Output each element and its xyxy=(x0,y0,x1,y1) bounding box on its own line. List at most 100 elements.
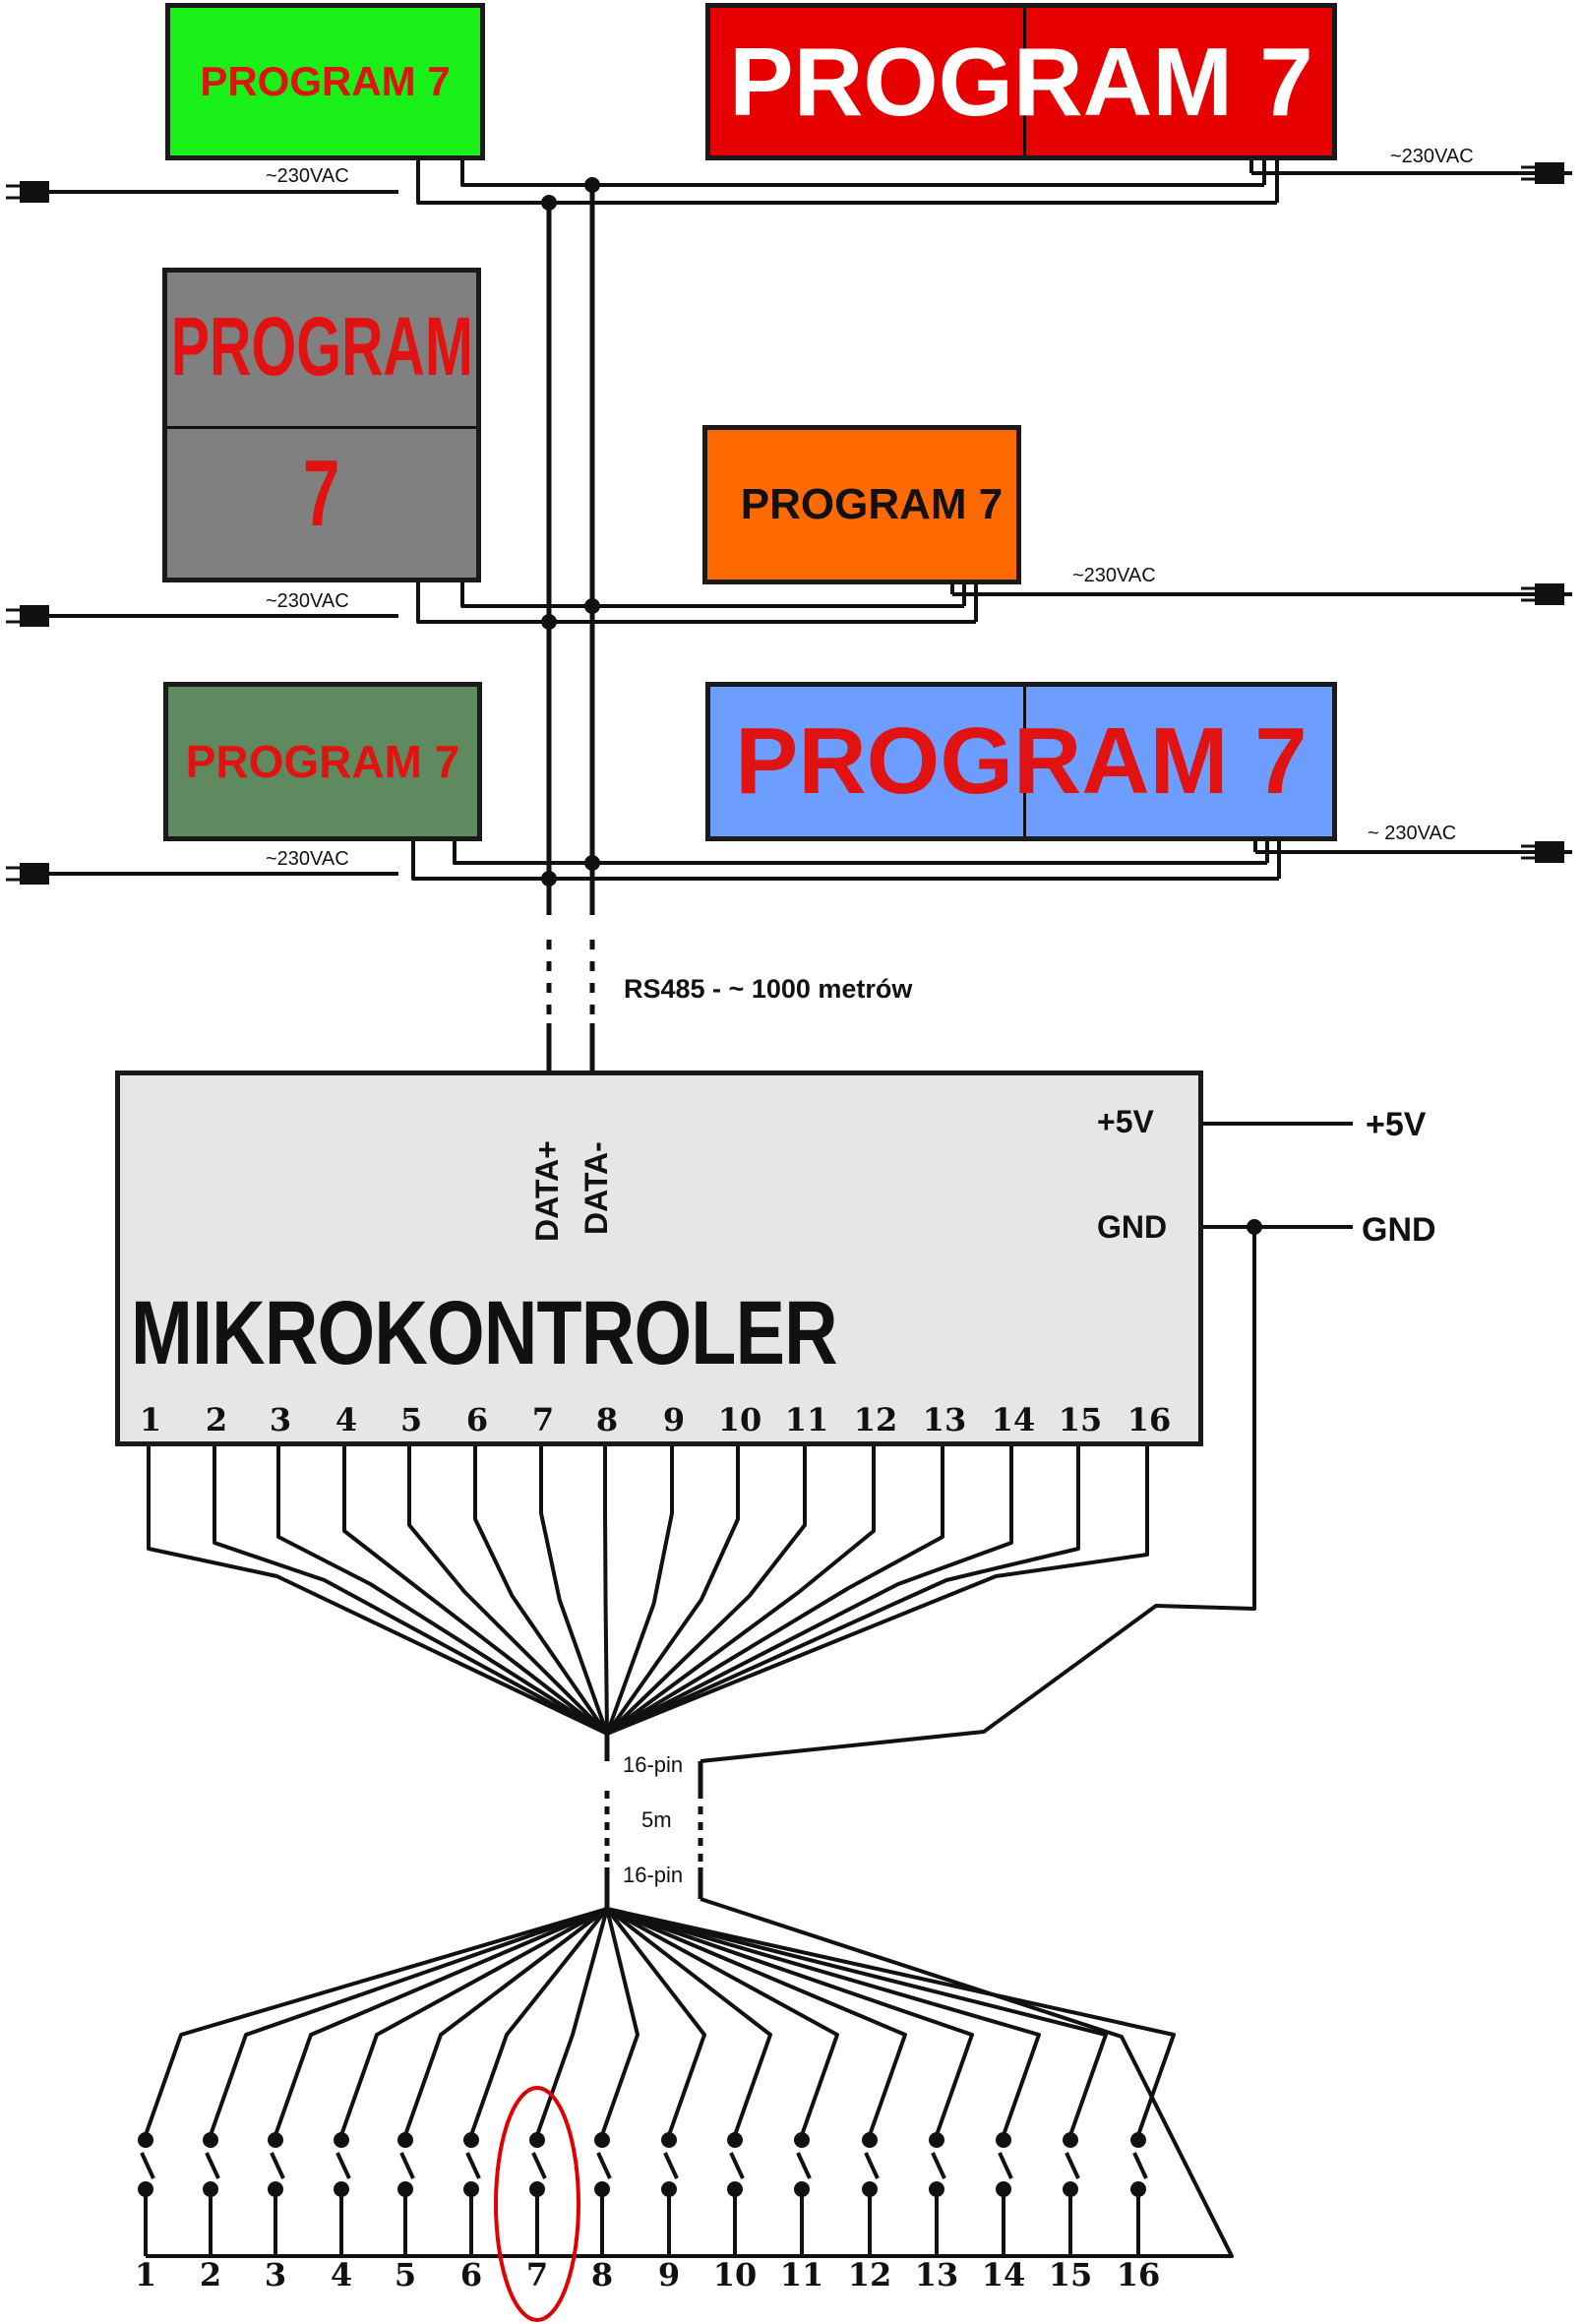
switch-blade xyxy=(796,2152,812,2179)
switch-blade xyxy=(205,2152,220,2179)
controller-pin-label-5: 5 xyxy=(399,1401,423,1438)
button-label-2: 2 xyxy=(199,2256,222,2293)
button-label-7: 7 xyxy=(525,2256,549,2293)
button-wire-2 xyxy=(209,1907,608,2136)
data-plus-label: DATA+ xyxy=(529,1140,565,1242)
button-wire-1 xyxy=(144,1907,608,2136)
switch-top-contact xyxy=(334,2132,349,2148)
button-wire-11 xyxy=(606,1907,839,2136)
selected-button-highlight xyxy=(494,2086,580,2322)
data-minus-label: DATA- xyxy=(578,1141,614,1235)
wire xyxy=(411,841,1279,881)
button-wire-4 xyxy=(339,1907,608,2136)
controller-pin-label-3: 3 xyxy=(269,1401,292,1438)
power-label: ~230VAC xyxy=(266,848,349,870)
button-wire-9 xyxy=(605,1907,706,2136)
panel-divider xyxy=(1023,8,1026,155)
button-label-5: 5 xyxy=(394,2256,417,2293)
microcontroller-title: MIKROKONTROLER xyxy=(131,1283,838,1383)
button-label-10: 10 xyxy=(712,2256,758,2293)
connector-bottom-label: 16-pin xyxy=(623,1863,684,1887)
power-plug-icon xyxy=(6,605,49,627)
power-plug-icon xyxy=(6,863,49,885)
button-wire-7 xyxy=(535,1908,609,2136)
button-wire-8 xyxy=(600,1908,639,2136)
controller-pin-label-7: 7 xyxy=(531,1401,555,1438)
power-label: ~230VAC xyxy=(1390,146,1474,167)
pin-wire-14 xyxy=(606,1446,1013,1736)
switch-blade xyxy=(1132,2152,1148,2179)
panel-divider xyxy=(1023,687,1026,836)
cable-length-label: 5m xyxy=(641,1807,672,1832)
button-label-3: 3 xyxy=(264,2256,287,2293)
switch-blade xyxy=(663,2152,679,2179)
display-text: PROGRAM 7 xyxy=(729,27,1313,136)
display-text: PROGRAM 7 xyxy=(740,480,1004,528)
junction-dot xyxy=(584,177,600,193)
switch-blade xyxy=(729,2152,745,2179)
switch-top-contact xyxy=(996,2132,1011,2148)
switch-top-contact xyxy=(203,2132,218,2148)
display-orange: PROGRAM 7 xyxy=(702,425,1021,584)
display-blue-wide: PROGRAM 7 xyxy=(705,682,1337,841)
controller-pin-label-11: 11 xyxy=(784,1401,829,1438)
power-label: ~230VAC xyxy=(1072,565,1156,586)
display-text-line1: PROGRAM xyxy=(170,300,473,393)
display-red-wide: PROGRAM 7 xyxy=(705,3,1337,160)
pin-wire-11 xyxy=(605,1446,807,1736)
switch-blade xyxy=(596,2152,612,2179)
pin-wire-15 xyxy=(606,1446,1080,1736)
pin-wire-3 xyxy=(276,1446,609,1736)
button-label-9: 9 xyxy=(657,2256,681,2293)
button-wire-14 xyxy=(606,1907,1041,2136)
button-label-14: 14 xyxy=(981,2256,1026,2293)
controller-pin-label-16: 16 xyxy=(1126,1401,1172,1438)
common-return-wire xyxy=(146,1897,1234,2258)
pin-wire-12 xyxy=(605,1446,876,1736)
switch-blade xyxy=(864,2152,880,2179)
junction-dot xyxy=(584,598,600,614)
power-label: ~230VAC xyxy=(266,590,349,612)
pin-wire-9 xyxy=(605,1446,674,1735)
power-label: ~230VAC xyxy=(266,165,349,187)
switch-blade xyxy=(399,2152,415,2179)
switch-top-contact xyxy=(268,2132,283,2148)
wire xyxy=(416,582,976,624)
display-text: PROGRAM 7 xyxy=(185,736,460,787)
wire xyxy=(460,582,964,608)
display-green: PROGRAM 7 xyxy=(165,3,485,160)
pin-wire-5 xyxy=(407,1446,609,1736)
switch-blade xyxy=(998,2152,1013,2179)
controller-pin-label-4: 4 xyxy=(335,1401,358,1438)
controller-pin-label-2: 2 xyxy=(205,1401,228,1438)
gnd-pin-label: GND xyxy=(1097,1209,1168,1245)
pin-wire-1 xyxy=(147,1446,608,1736)
display-gray-tall: PROGRAM 7 xyxy=(162,268,481,582)
pin-wire-13 xyxy=(605,1446,944,1736)
pin-wire-8 xyxy=(603,1446,609,1735)
switch-blade xyxy=(531,2152,547,2179)
power-label: ~ 230VAC xyxy=(1368,823,1457,844)
controller-pin-label-9: 9 xyxy=(662,1401,686,1438)
controller-pin-label-1: 1 xyxy=(139,1401,162,1438)
button-wire-6 xyxy=(469,1907,609,2136)
switch-top-contact xyxy=(1130,2132,1146,2148)
junction-dot xyxy=(541,195,557,211)
supply-plus5v-label: +5V xyxy=(1366,1106,1427,1143)
switch-top-contact xyxy=(463,2132,479,2148)
button-wire-13 xyxy=(606,1907,974,2136)
button-label-4: 4 xyxy=(330,2256,353,2293)
wire xyxy=(453,841,1267,865)
display-text: PROGRAM 7 xyxy=(735,708,1308,814)
button-label-15: 15 xyxy=(1048,2256,1093,2293)
panel-divider xyxy=(167,426,476,429)
button-wire-15 xyxy=(606,1907,1108,2136)
junction-dot xyxy=(541,871,557,887)
pin-wire-16 xyxy=(606,1446,1149,1736)
power-plug-icon xyxy=(1521,583,1564,605)
switch-blade xyxy=(931,2152,946,2179)
switch-top-contact xyxy=(138,2132,153,2148)
switch-top-contact xyxy=(929,2132,944,2148)
power-plug-icon xyxy=(6,181,49,203)
